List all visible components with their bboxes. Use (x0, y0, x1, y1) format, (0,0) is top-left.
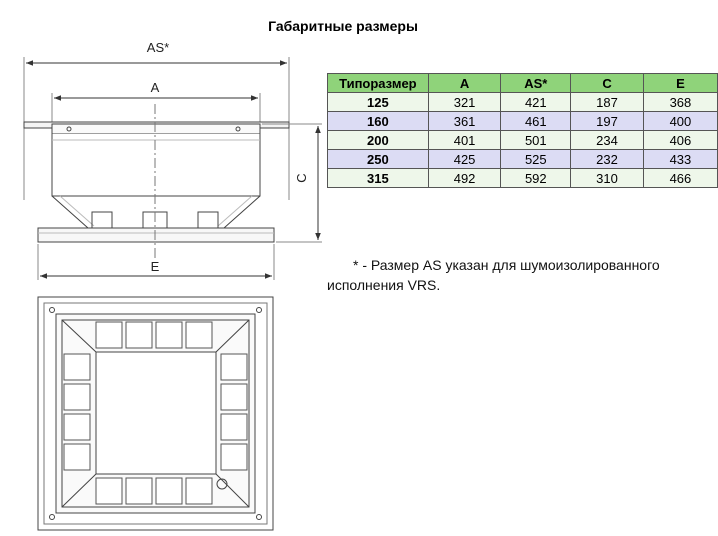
frame-slot (185, 477, 213, 505)
cell-as: 461 (500, 111, 572, 131)
a-label: A (151, 80, 160, 95)
frame-slot (155, 321, 183, 349)
cell-as: 592 (500, 168, 572, 188)
table-row: 250 425 525 232 433 (327, 149, 718, 169)
cell-c: 234 (570, 130, 644, 150)
cell-a: 401 (427, 130, 502, 150)
frame-slot (63, 353, 91, 381)
frame-slot (95, 321, 123, 349)
cell-size: 125 (327, 92, 429, 112)
size-table: Типоразмер A AS* C E 125 321 421 187 368… (327, 73, 718, 188)
cell-e: 433 (642, 149, 718, 169)
cell-as: 525 (500, 149, 572, 169)
top-view-fastener (216, 478, 228, 490)
table-row: 315 492 592 310 466 (327, 168, 718, 188)
cell-a: 321 (427, 92, 502, 112)
cell-e: 368 (642, 92, 718, 112)
as-label: AS* (147, 40, 169, 55)
cell-e: 400 (642, 111, 718, 131)
header-c: C (570, 73, 644, 93)
cell-a: 361 (427, 111, 502, 131)
cell-c: 187 (570, 92, 644, 112)
frame-slot (63, 413, 91, 441)
cell-c: 310 (570, 168, 644, 188)
frame-slot (220, 443, 248, 471)
footnote: * - Размер AS указан для шумоизолированн… (327, 255, 687, 295)
frame-slot (220, 383, 248, 411)
header-a: A (427, 73, 502, 93)
table-row: 160 361 461 197 400 (327, 111, 718, 131)
cell-size: 200 (327, 130, 429, 150)
top-view-slots (63, 321, 248, 505)
header-as: AS* (500, 73, 572, 93)
cell-as: 501 (500, 130, 572, 150)
cell-a: 492 (427, 168, 502, 188)
cell-size: 315 (327, 168, 429, 188)
header-size: Типоразмер (327, 73, 429, 93)
frame-slot (220, 353, 248, 381)
table-row: 200 401 501 234 406 (327, 130, 718, 150)
c-label: C (294, 173, 309, 182)
table-row: 125 321 421 187 368 (327, 92, 718, 112)
table-header-row: Типоразмер A AS* C E (327, 73, 718, 93)
page-title: Габаритные размеры (268, 18, 418, 34)
cell-size: 250 (327, 149, 429, 169)
side-view (23, 57, 322, 280)
cell-e: 466 (642, 168, 718, 188)
cell-e: 406 (642, 130, 718, 150)
cell-size: 160 (327, 111, 429, 131)
cell-as: 421 (500, 92, 572, 112)
frame-slot (95, 477, 123, 505)
frame-slot (125, 321, 153, 349)
frame-slot (125, 477, 153, 505)
frame-slot (220, 413, 248, 441)
footnote-line-1: * - Размер AS указан для шумоизолированн… (353, 257, 660, 273)
cell-a: 425 (427, 149, 502, 169)
cell-c: 197 (570, 111, 644, 131)
e-label: E (151, 259, 160, 274)
frame-slot (185, 321, 213, 349)
frame-slot (63, 443, 91, 471)
footnote-line-2: исполнения VRS. (327, 277, 441, 293)
frame-slot (155, 477, 183, 505)
frame-slot (63, 383, 91, 411)
header-e: E (642, 73, 718, 93)
cell-c: 232 (570, 149, 644, 169)
